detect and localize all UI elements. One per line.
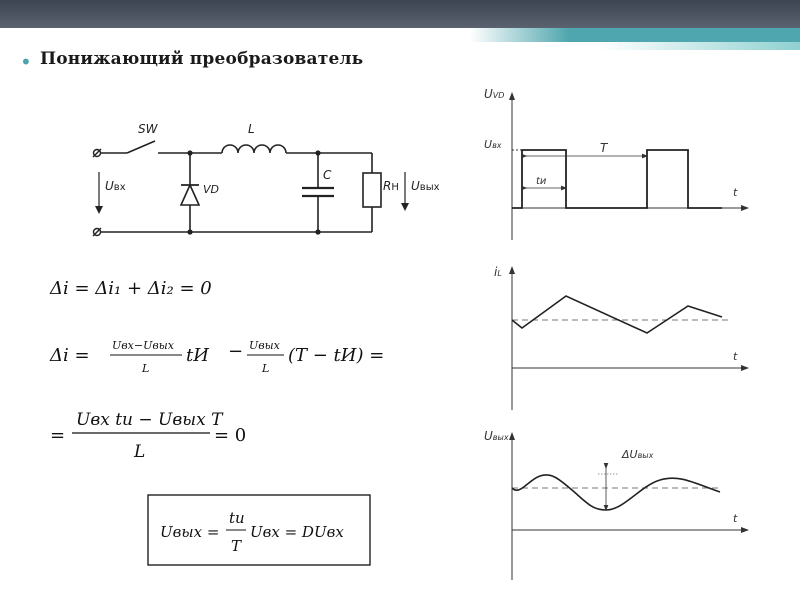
label-c: C <box>323 168 332 182</box>
graph-inductor-current <box>509 266 749 410</box>
accent-stripe <box>470 28 800 42</box>
g3-delta: ΔUвых <box>621 448 654 461</box>
label-u-in: Uвх <box>105 179 126 193</box>
formula-frac1-num: Uвх−Uвых <box>112 339 175 352</box>
formula-tail: (T − tИ) = <box>288 345 384 366</box>
formula-frac3-num: Uвх tи − Uвых T <box>76 410 224 430</box>
result-num: tи <box>229 509 245 527</box>
inductor-coil <box>221 144 287 154</box>
formula-frac2-num: Uвых <box>249 339 281 352</box>
label-u-out: Uвых <box>411 179 440 193</box>
g1-period: T <box>600 141 609 155</box>
formula-minus: − <box>228 341 243 362</box>
formula-current-sum: Δi = Δi₁ + Δi₂ = 0 <box>49 278 212 299</box>
diode-symbol <box>179 183 201 206</box>
arrow-down-icon <box>95 206 103 214</box>
formula-eq: = <box>50 425 65 446</box>
formula-zero: = 0 <box>214 425 246 446</box>
label-r: RН <box>383 179 399 193</box>
g3-t: t <box>733 512 738 525</box>
g1-ti: tи <box>536 176 547 187</box>
g1-t: t <box>733 186 738 199</box>
g2-t: t <box>733 350 738 363</box>
top-bar <box>0 0 800 28</box>
arrow-down-icon <box>401 203 409 211</box>
bullet-icon: • <box>20 50 32 74</box>
formula-frac1-den: L <box>141 362 149 375</box>
result-den: T <box>231 537 242 555</box>
g1-ylabel: UVD <box>484 87 504 101</box>
result-box <box>147 494 371 566</box>
result-tail: Uвх = DUвх <box>250 523 344 541</box>
label-l: L <box>248 122 255 136</box>
accent-stripe-light <box>600 42 800 50</box>
formula-frac3-den: L <box>133 442 145 462</box>
g2-ylabel: iL <box>494 265 502 279</box>
formula-frac2-den: L <box>261 362 269 375</box>
label-sw: SW <box>138 122 159 136</box>
label-vd: VD <box>203 183 219 196</box>
terminal-icon <box>92 148 102 237</box>
graph-output-voltage <box>509 432 749 580</box>
g3-ylabel: Uвых <box>484 429 509 443</box>
result-lhs: Uвых = <box>160 523 219 541</box>
slide-title: Понижающий преобразователь <box>40 49 364 69</box>
formula-delta-lhs: Δi = <box>49 345 90 366</box>
formula-t1: tИ <box>186 345 209 366</box>
graph-voltage-diode <box>509 92 749 240</box>
g1-level: Uвх <box>484 138 502 151</box>
switch-blade <box>126 140 156 154</box>
